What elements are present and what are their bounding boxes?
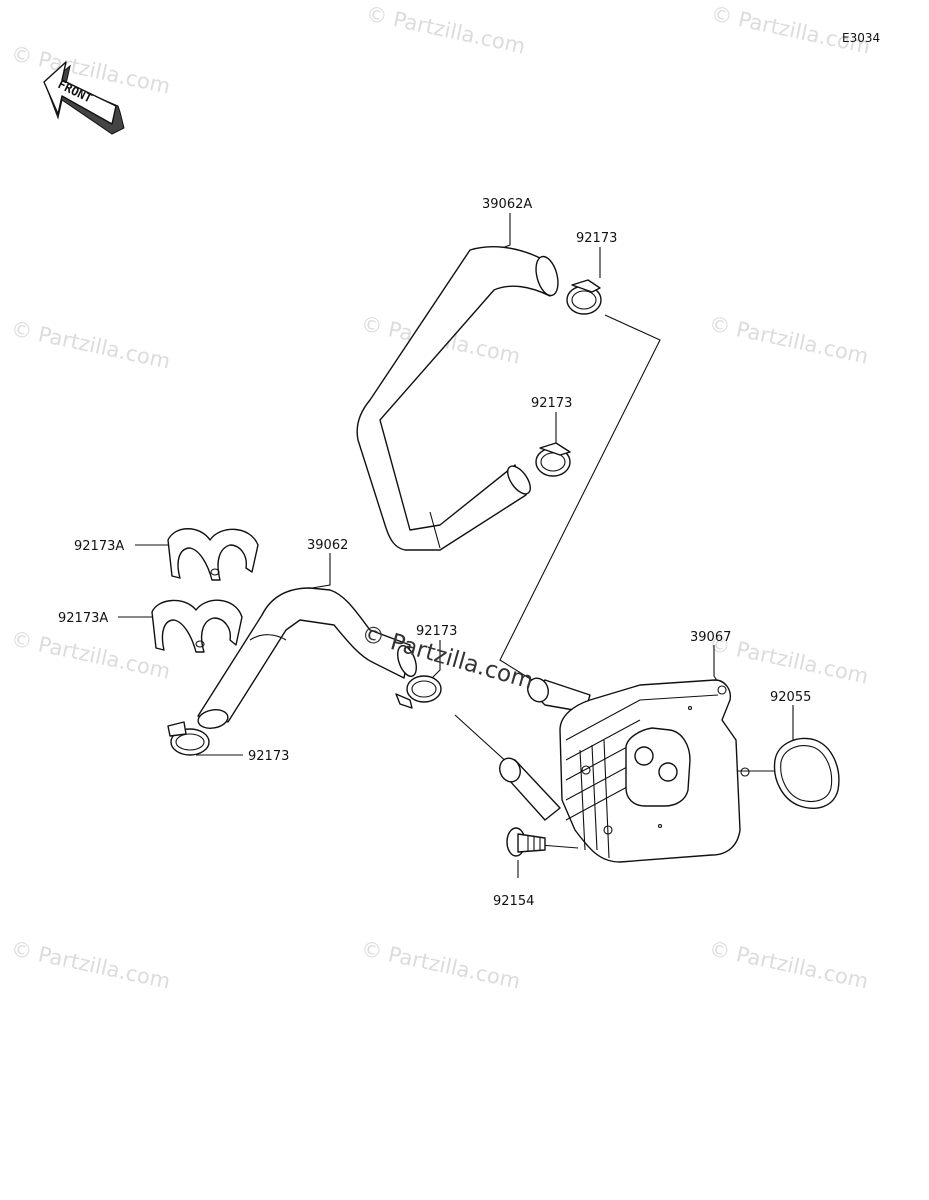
clamp-92173-middle [535, 442, 571, 477]
part-label-92173-middle: 92173 [531, 396, 572, 411]
diagram-code: E3034 [842, 31, 880, 45]
watermark: © Partzilla.com [364, 1, 528, 58]
watermark-group: © Partzilla.com © Partzilla.com © Partzi… [9, 1, 873, 993]
watermark: © Partzilla.com [9, 936, 173, 993]
part-label-92173-right: 92173 [416, 624, 457, 639]
watermark: © Partzilla.com [707, 936, 871, 993]
part-label-92173a-lower: 92173A [58, 611, 108, 626]
part-label-39062a: 39062A [482, 197, 532, 212]
part-label-92173-bottom: 92173 [248, 749, 289, 764]
watermark: © Partzilla.com [9, 41, 173, 98]
oil-cooler-39067 [499, 677, 750, 863]
watermark: © Partzilla.com [707, 631, 871, 688]
clamp-92173-bottom [167, 721, 210, 756]
part-label-92154: 92154 [493, 894, 534, 909]
watermark: © Partzilla.com [9, 626, 173, 683]
watermark: © Partzilla.com [709, 1, 873, 58]
leader-lines [118, 213, 794, 878]
part-label-92055: 92055 [770, 690, 811, 705]
front-arrow-icon: FRONT [43, 61, 125, 135]
watermark: © Partzilla.com [9, 316, 173, 373]
part-label-39062: 39062 [307, 538, 348, 553]
clip-92173a-upper [167, 528, 259, 581]
clamp-92173-top [566, 279, 602, 315]
o-ring-92055 [773, 737, 840, 809]
clip-92173a-lower [151, 599, 243, 653]
bolt-92154 [506, 827, 546, 857]
part-label-39067: 39067 [690, 630, 731, 645]
part-labels: 39062A 92173 92173 92173A 39062 92173A 9… [58, 197, 811, 909]
hose-39062a [356, 246, 559, 551]
watermark: © Partzilla.com [359, 936, 523, 993]
hose-39062 [197, 587, 417, 729]
part-label-92173a-upper: 92173A [74, 539, 124, 554]
watermark: © Partzilla.com [707, 311, 871, 368]
clamp-92173-right [395, 675, 442, 709]
part-label-92173-top: 92173 [576, 231, 617, 246]
